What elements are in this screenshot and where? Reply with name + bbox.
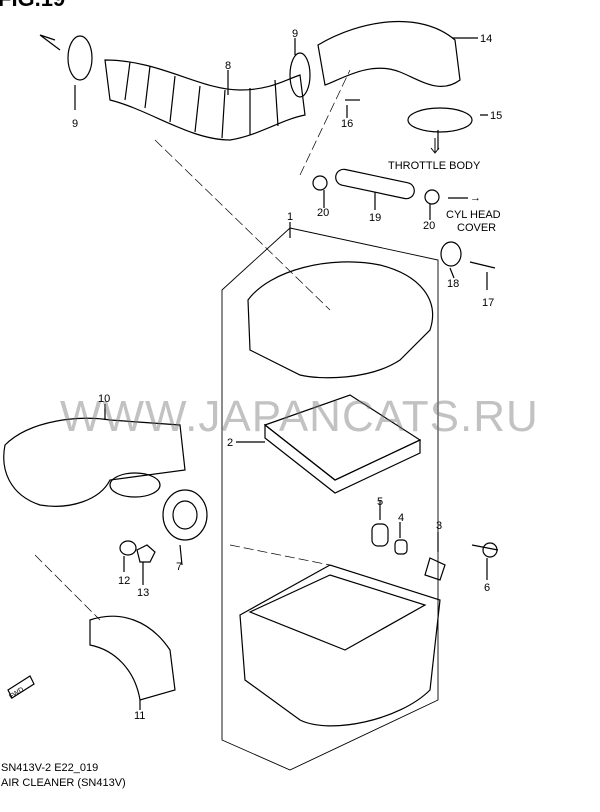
note-cover: COVER [457,222,497,234]
part-12 [119,540,137,556]
callout-15: 15 [490,110,503,122]
callout-9-right: 9 [292,28,299,40]
arrow-icon: → [470,192,481,204]
clamp-9-left [67,35,93,81]
note-cyl-head: CYL HEAD [446,209,501,221]
part-5 [371,523,389,547]
callout-6: 6 [484,582,491,594]
hose-8 [104,59,306,141]
callout-12: 12 [118,575,131,587]
callout-16: 16 [341,118,354,130]
clamp-15 [407,107,473,133]
lower-case [239,564,441,727]
callout-18: 18 [447,278,460,290]
duct-10 [3,417,186,507]
callout-4: 4 [398,512,405,524]
bolt-6 [471,544,499,551]
callout-14: 14 [480,33,493,45]
grommet-7 [162,489,208,541]
part-3 [424,557,446,581]
callout-8: 8 [225,60,232,72]
note-throttle-body: THROTTLE BODY [388,160,481,172]
diagram-code: SN413V-2 E22_019 [1,762,99,774]
callout-20-right: 20 [423,220,436,232]
clamp-9-right [289,52,311,98]
callout-20-left: 20 [317,207,330,219]
pipe-14 [317,20,461,87]
callout-17: 17 [482,297,495,309]
sensor-17 [469,261,496,269]
fwd-arrow-icon [7,675,35,699]
upper-case [247,261,434,379]
figure-title: FIG.19 [0,0,65,12]
part-4 [394,539,408,555]
elbow-11 [89,615,176,701]
callout-3: 3 [436,520,443,532]
callout-5: 5 [377,496,384,508]
grommet-18 [440,241,462,267]
hose-19 [335,168,415,200]
callout-13: 13 [137,587,150,599]
callout-10: 10 [98,393,111,405]
callout-1: 1 [287,211,294,223]
callout-9-left: 9 [72,118,79,130]
callout-2: 2 [227,437,234,449]
watermark: WWW.JAPANCATS.RU [60,392,539,441]
callout-7: 7 [176,561,183,573]
callout-11: 11 [134,710,146,722]
part-13 [136,544,156,563]
diagram-caption: AIR CLEANER (SN413V) [1,777,126,789]
callout-19: 19 [369,212,382,224]
